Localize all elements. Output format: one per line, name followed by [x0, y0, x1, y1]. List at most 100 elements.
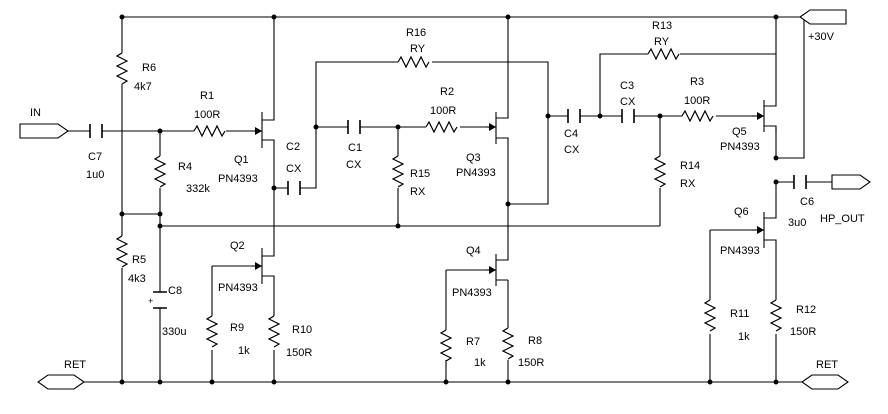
port-ret-right-label: RET [816, 359, 838, 371]
resistor-r10-value-label: 150R [286, 347, 312, 359]
transistor-q2-value-label: PN4393 [218, 282, 258, 294]
resistor-r7: R7 1k [439, 329, 486, 369]
port-out-label: HP_OUT [820, 213, 865, 225]
transistor-q1-ref-label: Q1 [234, 154, 249, 166]
resistor-r14-ref-label: R14 [680, 160, 700, 172]
resistor-r11-ref-label: R11 [730, 308, 749, 320]
transistor-q3-ref-label: Q3 [466, 152, 481, 164]
resistor-r6-value-label: 4k7 [134, 81, 152, 93]
resistor-r15-ref-label: R15 [410, 168, 430, 180]
resistor-r10-ref-label: R10 [292, 324, 312, 336]
resistor-r3-value-label: 100R [684, 95, 710, 107]
transistor-q5-value-label: PN4393 [720, 141, 760, 153]
capacitor-c8-value-label: 330u [162, 326, 186, 338]
resistor-r16: R16 RY [397, 27, 430, 69]
capacitor-c7-ref-label: C7 [88, 151, 102, 163]
transistor-q4-value-label: PN4393 [452, 287, 492, 299]
capacitor-c1: C1 CX [346, 120, 362, 171]
capacitor-c3-value-label: CX [620, 96, 636, 108]
resistor-r6: R6 4k7 [115, 52, 156, 93]
port-supply-label: +30V [808, 31, 835, 43]
resistor-r13-value-label: RY [654, 36, 670, 48]
port-ret-left-label: RET [64, 359, 86, 371]
transistor-q4-ref-label: Q4 [466, 245, 481, 257]
resistor-r4: R4 332k [153, 155, 210, 195]
transistor-q1: Q1 PN4393 [218, 108, 275, 185]
resistor-r15-value-label: RX [410, 186, 426, 198]
transistor-q3: Q3 PN4393 [456, 108, 509, 179]
resistor-r11: R11 1k [703, 299, 750, 343]
resistor-r6-ref-label: R6 [142, 62, 156, 74]
transistor-q3-value-label: PN4393 [456, 167, 496, 179]
resistor-r4-value-label: 332k [186, 183, 210, 195]
capacitor-c8: + C8 330u [148, 285, 186, 338]
resistor-r1-ref-label: R1 [200, 90, 214, 102]
resistor-r12: R12 150R [769, 299, 816, 338]
capacitor-c3: C3 CX [620, 80, 636, 123]
resistor-r2-ref-label: R2 [440, 86, 454, 98]
transistor-q6: Q6 PN4393 [720, 206, 777, 257]
resistor-r16-ref-label: R16 [406, 27, 426, 39]
resistor-r7-value-label: 1k [474, 357, 486, 369]
capacitor-c6-ref-label: C6 [800, 196, 814, 208]
capacitor-c1-ref-label: C1 [348, 142, 362, 154]
resistor-r14-value-label: RX [680, 178, 696, 190]
resistor-r9-ref-label: R9 [230, 322, 244, 334]
resistor-r1-value-label: 100R [194, 109, 220, 121]
resistor-r5-ref-label: R5 [132, 254, 146, 266]
resistor-r16-value-label: RY [410, 43, 426, 55]
transistor-q1-value-label: PN4393 [218, 173, 258, 185]
transistor-q2-ref-label: Q2 [230, 240, 245, 252]
resistor-r8-ref-label: R8 [528, 335, 542, 347]
transistor-q6-value-label: PN4393 [720, 245, 760, 257]
resistor-r12-value-label: 150R [790, 326, 816, 338]
capacitor-c2-ref-label: C2 [286, 141, 300, 153]
port-supply: +30V [799, 9, 847, 43]
transistor-q5: Q5 PN4393 [720, 96, 777, 153]
resistor-r14: R14 RX [653, 155, 700, 190]
resistor-r8-value-label: 150R [518, 357, 544, 369]
port-in: IN [19, 107, 69, 139]
resistor-r4-ref-label: R4 [178, 161, 192, 173]
resistor-r9-value-label: 1k [238, 345, 250, 357]
resistor-r11-value-label: 1k [738, 331, 750, 343]
transistor-q6-ref-label: Q6 [734, 206, 749, 218]
resistor-r9: R9 1k [205, 315, 250, 357]
capacitor-c4-ref-label: C4 [564, 128, 578, 140]
capacitor-c2-value-label: CX [286, 163, 302, 175]
capacitor-c1-value-label: CX [346, 159, 362, 171]
transistor-q2: Q2 PN4393 [218, 236, 275, 294]
resistor-r8: R8 150R [501, 327, 544, 369]
port-ret-right: RET [801, 359, 849, 390]
resistor-r10: R10 150R [267, 315, 312, 359]
svg-text:+: + [148, 296, 153, 306]
resistor-r1: R1 100R [193, 90, 226, 138]
resistor-r2: R2 100R [425, 86, 458, 134]
resistor-r3: R3 100R [681, 76, 714, 123]
resistor-r3-ref-label: R3 [690, 76, 704, 88]
capacitor-c4-value-label: CX [564, 144, 580, 156]
resistor-r15: R15 RX [391, 155, 430, 198]
capacitor-c7-value-label: 1u0 [86, 169, 104, 181]
capacitor-c3-ref-label: C3 [620, 80, 634, 92]
capacitor-c6: C6 3u0 [788, 175, 814, 229]
capacitor-c6-value-label: 3u0 [788, 217, 806, 229]
capacitor-c4: C4 CX [564, 109, 581, 156]
resistor-r12-ref-label: R12 [796, 304, 816, 316]
capacitor-c2: C2 CX [286, 141, 302, 195]
port-out: HP_OUT [820, 174, 871, 225]
resistor-r5-value-label: 4k3 [128, 273, 146, 285]
port-ret-left: RET [37, 359, 86, 390]
transistor-q5-ref-label: Q5 [732, 126, 747, 138]
resistor-r5: R5 4k3 [115, 235, 146, 285]
junctions [119, 14, 779, 385]
resistor-r13: R13 RY [647, 20, 680, 61]
resistor-r7-ref-label: R7 [466, 336, 480, 348]
port-in-label: IN [30, 107, 41, 119]
transistor-q4: Q4 PN4393 [452, 236, 509, 299]
resistor-r13-ref-label: R13 [652, 20, 672, 32]
capacitor-c8-ref-label: C8 [168, 285, 182, 297]
resistor-r2-value-label: 100R [430, 105, 456, 117]
capacitor-c7: C7 1u0 [86, 124, 104, 181]
